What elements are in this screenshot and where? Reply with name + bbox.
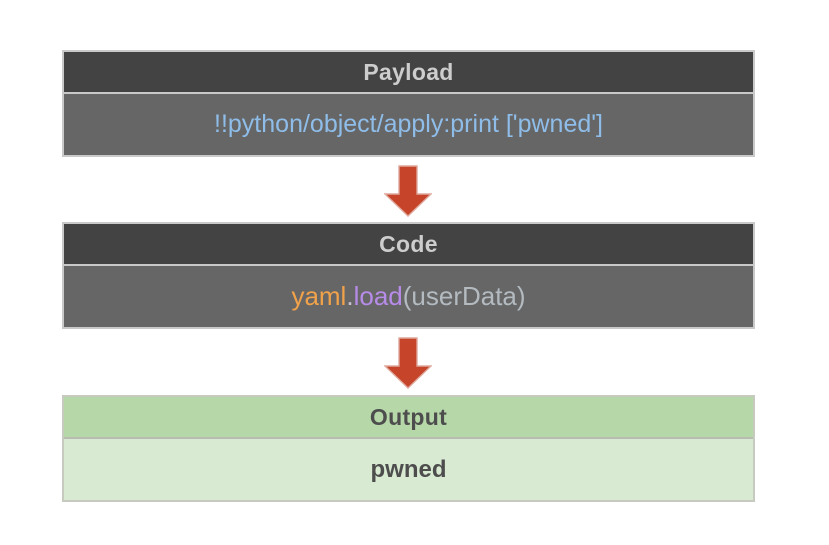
- code-box-header: Code: [64, 224, 753, 266]
- output-box-body: pwned: [64, 439, 753, 500]
- code-box-title: Code: [379, 230, 438, 257]
- code-segment: yaml: [291, 281, 347, 311]
- down-arrow-icon: [384, 337, 432, 389]
- code-expression: yaml.load(userData): [291, 281, 525, 312]
- payload-box-body: !!python/object/apply:print ['pwned']: [64, 94, 753, 155]
- payload-box-title: Payload: [363, 58, 454, 85]
- code-segment: (userData): [402, 281, 526, 311]
- payload-box-header: Payload: [64, 52, 753, 94]
- code-segment: load: [353, 281, 403, 311]
- payload-code-text: !!python/object/apply:print ['pwned']: [214, 110, 603, 138]
- payload-box: Payload !!python/object/apply:print ['pw…: [62, 50, 755, 157]
- output-box: Output pwned: [62, 395, 755, 502]
- code-box-body: yaml.load(userData): [64, 266, 753, 327]
- output-box-header: Output: [64, 397, 753, 439]
- output-box-title: Output: [369, 403, 448, 430]
- code-box: Code yaml.load(userData): [62, 222, 755, 329]
- code-segment: .: [346, 281, 354, 311]
- down-arrow-icon: [384, 165, 432, 217]
- output-result-text: pwned: [370, 455, 447, 483]
